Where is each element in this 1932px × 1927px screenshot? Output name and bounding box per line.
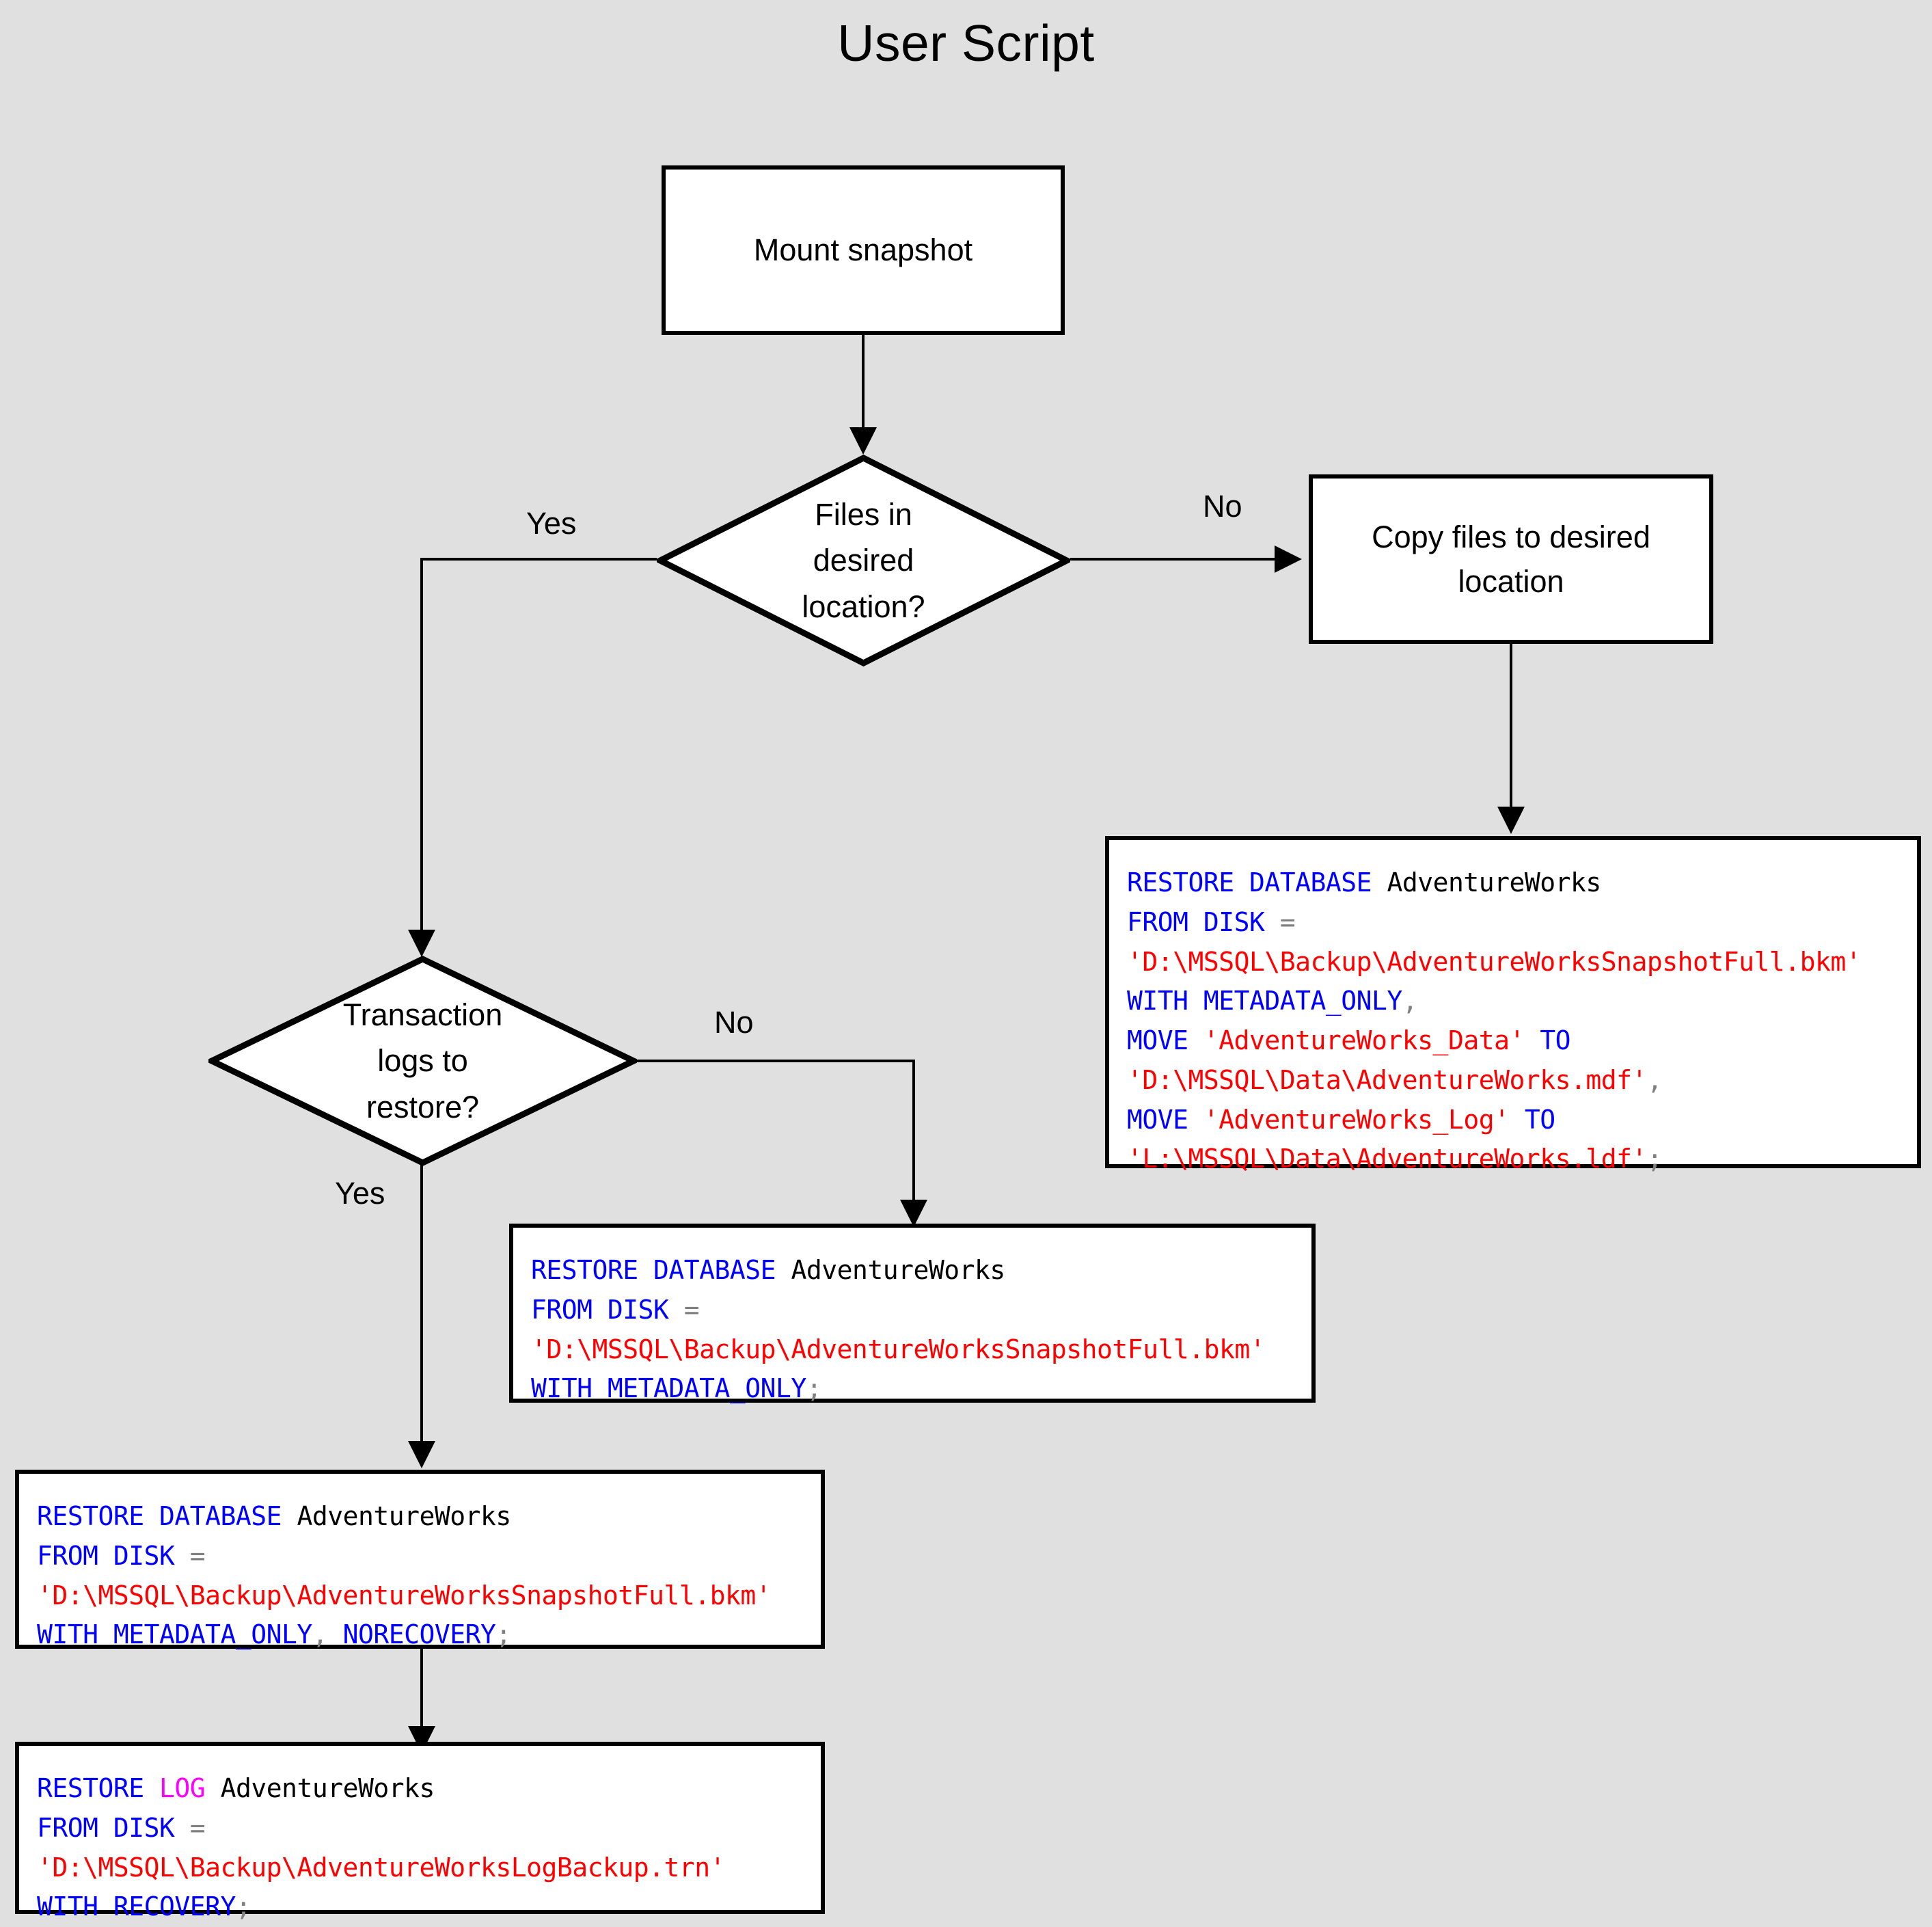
code-line: FROM DISK = [1127, 903, 1917, 943]
code-line: MOVE 'AdventureWorks_Data' TO [1127, 1021, 1917, 1061]
code-token: , [312, 1619, 328, 1650]
code-token: , [1646, 1064, 1663, 1095]
code-token: 'D:\MSSQL\Backup\AdventureWorksSnapshotF… [1127, 946, 1862, 977]
code-token: 'D:\MSSQL\Backup\AdventureWorksSnapshotF… [531, 1334, 1266, 1364]
node-mount-snapshot-label: Mount snapshot [753, 232, 973, 268]
code-token: NORECOVERY [327, 1619, 496, 1650]
code-line: MOVE 'AdventureWorks_Log' TO [1127, 1101, 1917, 1140]
code-token [205, 1773, 220, 1803]
code-token: FROM DISK [37, 1540, 190, 1571]
code-token: ; [235, 1891, 251, 1922]
code-token: MOVE [1127, 1025, 1203, 1055]
code-token: 'D:\MSSQL\Backup\AdventureWorksLogBackup… [37, 1852, 726, 1883]
code-token: ; [806, 1373, 822, 1404]
code-token: TO [1524, 1025, 1570, 1055]
code-line: 'D:\MSSQL\Backup\AdventureWorksSnapshotF… [37, 1576, 821, 1616]
code-token: RESTORE DATABASE [531, 1255, 791, 1285]
code-token: AdventureWorks [220, 1773, 435, 1803]
code-token: LOG [159, 1773, 206, 1803]
code-token: FROM DISK [1127, 906, 1280, 937]
code-line: FROM DISK = [37, 1537, 821, 1576]
page-title: User Script [837, 14, 1095, 72]
node-copy-files-label: Copy files to desired location [1372, 515, 1650, 604]
code-token: AdventureWorks [1387, 867, 1601, 898]
files-decision-line1: Files in [815, 496, 912, 532]
code-token: 'D:\MSSQL\Data\AdventureWorks.mdf' [1127, 1064, 1647, 1095]
code-line: WITH METADATA_ONLY; [531, 1369, 1311, 1409]
code-line: RESTORE DATABASE AdventureWorks [37, 1497, 821, 1537]
code-token: FROM DISK [37, 1812, 190, 1843]
code-token: = [1279, 906, 1296, 937]
edge-logs-no-to-metadata-only [637, 1060, 927, 1227]
code-token: RESTORE [37, 1773, 160, 1803]
code-token: AdventureWorks [791, 1255, 1005, 1285]
files-decision-line3: location? [802, 589, 925, 624]
node-files-decision-text: Files in desired location? [657, 455, 1070, 666]
code-line: FROM DISK = [37, 1809, 821, 1848]
code-token: 'AdventureWorks_Data' [1203, 1025, 1525, 1055]
edge-files-yes-to-logs [408, 558, 657, 957]
code-token: = [683, 1294, 700, 1325]
copy-files-line1: Copy files to desired [1372, 519, 1650, 554]
code-line: WITH RECOVERY; [37, 1887, 821, 1927]
code-token: = [189, 1540, 206, 1571]
edge-label-logs-no: No [714, 1005, 754, 1040]
copy-files-line2: location [1458, 564, 1564, 599]
code-line: RESTORE DATABASE AdventureWorks [1127, 863, 1917, 903]
code-token: AdventureWorks [297, 1501, 511, 1531]
code-line: 'D:\MSSQL\Data\AdventureWorks.mdf', [1127, 1061, 1917, 1101]
code-line: WITH METADATA_ONLY, NORECOVERY; [37, 1615, 821, 1655]
code-token: WITH RECOVERY [37, 1891, 236, 1922]
code-token: 'L:\MSSQL\Data\AdventureWorks.ldf' [1127, 1144, 1647, 1174]
logs-decision-line2: logs to [377, 1043, 468, 1079]
code-token: WITH METADATA_ONLY [1127, 986, 1402, 1016]
code-line: WITH METADATA_ONLY, [1127, 982, 1917, 1021]
code-token: = [189, 1812, 206, 1843]
code-line: RESTORE LOG AdventureWorks [37, 1769, 821, 1809]
files-decision-line2: desired [813, 543, 914, 578]
code-line: 'D:\MSSQL\Backup\AdventureWorksSnapshotF… [531, 1330, 1311, 1370]
node-logs-decision[interactable]: Transaction logs to restore? [208, 956, 637, 1166]
code-token: TO [1509, 1104, 1555, 1135]
code-token: ; [495, 1619, 511, 1650]
code-token: RESTORE DATABASE [37, 1501, 297, 1531]
logs-decision-line1: Transaction [342, 997, 503, 1032]
node-files-decision[interactable]: Files in desired location? [657, 455, 1070, 666]
code-token: , [1402, 986, 1418, 1016]
code-token: RESTORE DATABASE [1127, 867, 1387, 898]
code-line: FROM DISK = [531, 1291, 1311, 1330]
code-line: 'D:\MSSQL\Backup\AdventureWorksSnapshotF… [1127, 943, 1917, 982]
code-token: FROM DISK [531, 1294, 684, 1325]
code-line: 'L:\MSSQL\Data\AdventureWorks.ldf'; [1127, 1140, 1917, 1179]
code-token: ; [1646, 1144, 1663, 1174]
code-token: WITH METADATA_ONLY [531, 1373, 806, 1404]
code-token: WITH METADATA_ONLY [37, 1619, 312, 1650]
code-token: MOVE [1127, 1104, 1203, 1135]
logs-decision-line3: restore? [366, 1089, 480, 1124]
edge-label-logs-yes: Yes [335, 1176, 385, 1211]
code-line: 'D:\MSSQL\Backup\AdventureWorksLogBackup… [37, 1848, 821, 1888]
edge-label-files-no: No [1203, 489, 1242, 524]
edge-label-files-yes: Yes [526, 506, 577, 541]
code-token: 'D:\MSSQL\Backup\AdventureWorksSnapshotF… [37, 1580, 772, 1611]
node-mount-snapshot[interactable]: Mount snapshot [662, 165, 1065, 335]
code-line: RESTORE DATABASE AdventureWorks [531, 1251, 1311, 1291]
node-logs-decision-text: Transaction logs to restore? [208, 956, 637, 1166]
code-token: 'AdventureWorks_Log' [1203, 1104, 1510, 1135]
node-copy-files[interactable]: Copy files to desired location [1309, 474, 1713, 644]
